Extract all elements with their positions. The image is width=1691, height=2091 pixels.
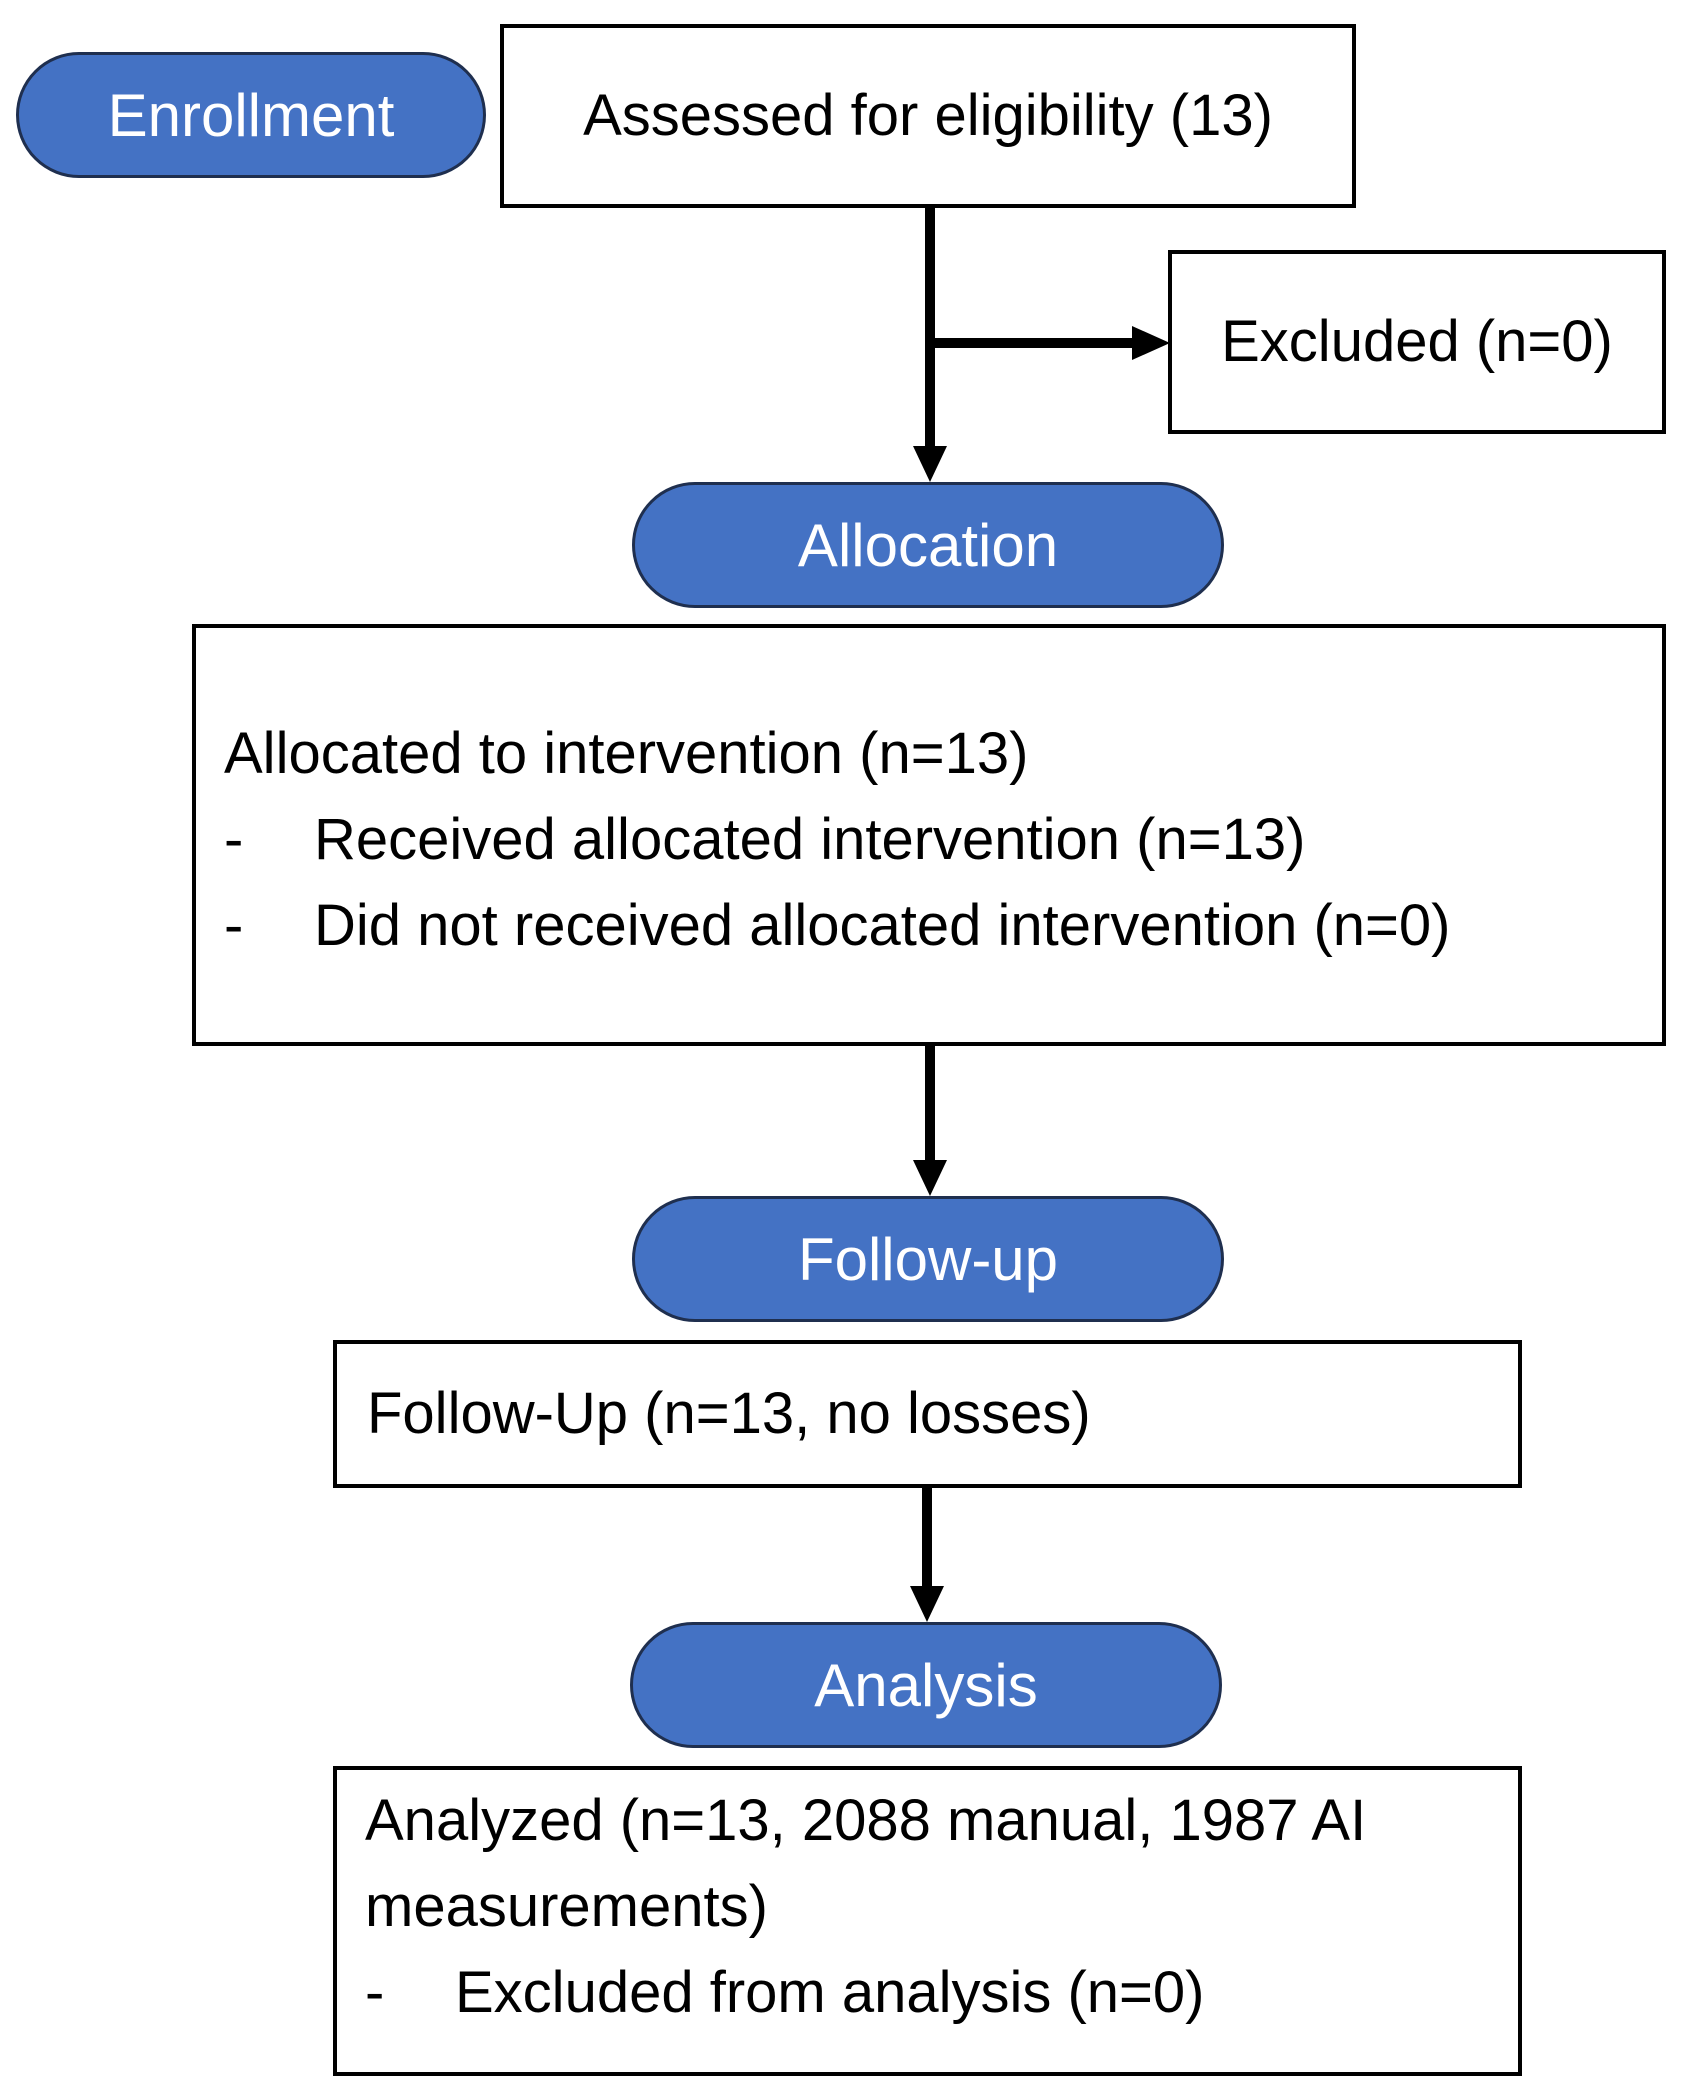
excluded-text: Excluded (n=0) <box>1221 309 1613 374</box>
arrowhead-followup <box>913 1160 947 1196</box>
allocated-item-received: - Received allocated intervention (n=13) <box>224 797 1662 883</box>
stage-allocation-label: Allocation <box>797 511 1059 579</box>
allocated-item-received-text: Received allocated intervention (n=13) <box>314 807 1306 872</box>
arrowhead-analysis <box>910 1586 944 1622</box>
assessed-box: Assessed for eligibility (13) <box>500 24 1356 208</box>
excluded-box: Excluded (n=0) <box>1168 250 1666 434</box>
stage-analysis-label: Analysis <box>814 1651 1038 1719</box>
bullet-marker: - <box>224 893 244 958</box>
assessed-text: Assessed for eligibility (13) <box>583 83 1273 148</box>
arrowhead-excluded <box>1132 326 1170 360</box>
bullet-marker: - <box>365 1960 385 2025</box>
arrowhead-allocation <box>913 446 947 482</box>
analyzed-box: Analyzed (n=13, 2088 manual, 1987 AI mea… <box>333 1766 1522 2076</box>
analyzed-item-excluded: - Excluded from analysis (n=0) <box>365 1950 1518 2036</box>
analyzed-item-excluded-text: Excluded from analysis (n=0) <box>455 1960 1205 2025</box>
allocated-title: Allocated to intervention (n=13) <box>224 721 1029 786</box>
analyzed-line-2: measurements) <box>365 1874 768 1939</box>
allocated-box: Allocated to intervention (n=13) - Receiv… <box>192 624 1666 1046</box>
stage-analysis: Analysis <box>630 1622 1222 1748</box>
allocated-item-not-received-text: Did not received allocated intervention … <box>314 893 1451 958</box>
stage-follow-up: Follow-up <box>632 1196 1224 1322</box>
follow-up-text: Follow-Up (n=13, no losses) <box>367 1381 1091 1446</box>
allocated-item-not-received: - Did not received allocated intervention… <box>224 883 1662 969</box>
follow-up-box: Follow-Up (n=13, no losses) <box>333 1340 1522 1488</box>
stage-allocation: Allocation <box>632 482 1224 608</box>
analyzed-line-1: Analyzed (n=13, 2088 manual, 1987 AI <box>365 1788 1367 1853</box>
stage-enrollment-label: Enrollment <box>107 81 395 149</box>
stage-enrollment: Enrollment <box>16 52 486 178</box>
bullet-marker: - <box>224 807 244 872</box>
stage-follow-up-label: Follow-up <box>797 1225 1059 1293</box>
